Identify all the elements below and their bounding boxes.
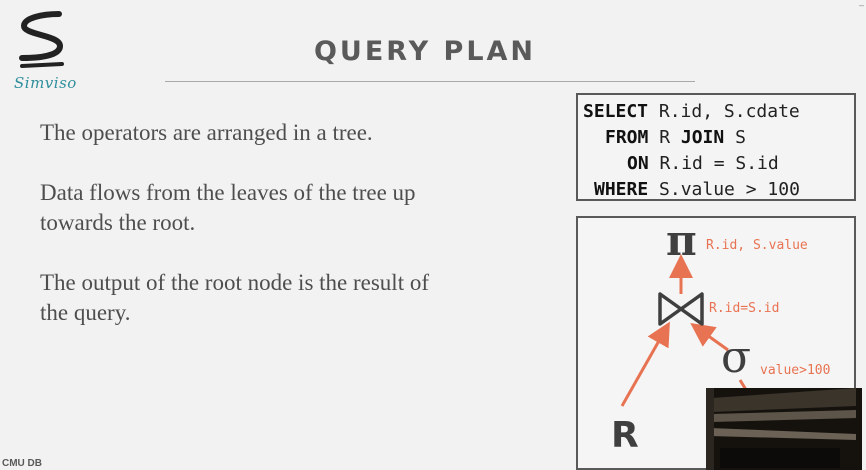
- selection-label: value>100: [760, 363, 831, 378]
- sql-line-on: ON R.id = S.id: [627, 153, 779, 174]
- brand-name: Simviso: [14, 74, 77, 92]
- paragraph-1: The operators are arranged in a tree.: [40, 120, 373, 145]
- webcam-video-overlay: [706, 388, 862, 470]
- join-label: R.id=S.id: [709, 301, 780, 316]
- sql-query-box: SELECT R.id, S.cdate FROM R JOIN S ON R.…: [576, 93, 856, 201]
- projection-icon: π: [666, 216, 697, 265]
- tree-edges: [620, 254, 750, 407]
- corner-mark: –: [858, 0, 864, 10]
- leaf-r: R: [611, 415, 639, 456]
- projection-label: R.id, S.value: [706, 238, 808, 253]
- sql-where-condition: S.value > 100: [648, 179, 800, 200]
- paragraph-2: Data flows from the leaves of the tree u…: [40, 180, 416, 235]
- sql-keyword-on: ON: [627, 153, 649, 174]
- sql-line-select: SELECT R.id, S.cdate: [583, 101, 800, 122]
- sql-select-columns: R.id, S.cdate: [648, 101, 800, 122]
- title-divider: [165, 81, 695, 82]
- slide-title: QUERY PLAN: [313, 36, 537, 67]
- join-bowtie-icon: [658, 292, 704, 326]
- video-frame: [706, 388, 862, 470]
- sql-line-from: FROM R JOIN S: [605, 127, 746, 148]
- cmu-db-logo: CMU DB: [2, 458, 42, 469]
- sql-keyword-where: WHERE: [594, 179, 649, 200]
- paragraph-3: The output of the root node is the resul…: [40, 270, 430, 325]
- edge-r-to-join: [620, 321, 670, 407]
- edge-selection-to-join: [690, 323, 729, 352]
- sql-keyword-select: SELECT: [583, 101, 649, 122]
- sql-join-condition: R.id = S.id: [648, 153, 779, 174]
- slide-body: The operators are arranged in a tree. Da…: [40, 118, 560, 358]
- sql-from-table: R: [648, 127, 681, 148]
- selection-icon: σ: [721, 332, 752, 383]
- sql-keyword-join: JOIN: [680, 127, 725, 148]
- sql-line-where: WHERE S.value > 100: [594, 179, 800, 200]
- sql-keyword-from: FROM: [605, 127, 649, 148]
- sql-join-table: S: [724, 127, 746, 148]
- simviso-logo-icon: [19, 11, 64, 68]
